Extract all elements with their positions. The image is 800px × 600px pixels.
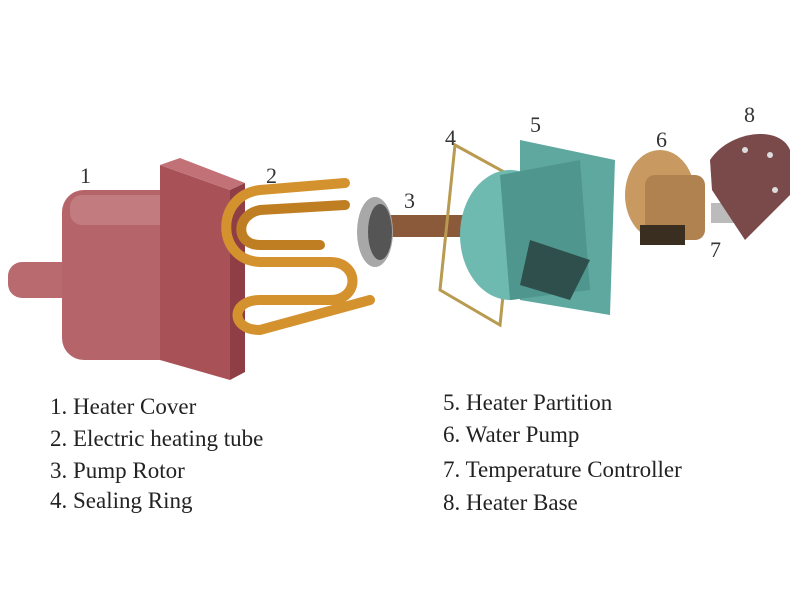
heater-base-part <box>710 133 790 240</box>
callout-8: 8 <box>744 102 755 127</box>
legend-item: 1. Heater Cover <box>50 394 197 419</box>
pump-rotor-part <box>357 197 470 267</box>
water-pump-part <box>625 150 705 245</box>
heater-cover-part <box>8 158 245 380</box>
callout-4: 4 <box>445 125 456 150</box>
legend-item: 5. Heater Partition <box>443 390 613 415</box>
legend-item: 8. Heater Base <box>443 490 578 515</box>
callout-5: 5 <box>530 112 541 137</box>
legend-item: 7. Temperature Controller <box>443 457 682 482</box>
legend-item: 4. Sealing Ring <box>50 488 193 513</box>
legend-item: 6. Water Pump <box>443 422 580 447</box>
legend-item: 2. Electric heating tube <box>50 426 264 451</box>
heater-partition-part <box>460 140 615 315</box>
callout-7: 7 <box>710 237 721 262</box>
sealing-ring-part <box>438 142 517 328</box>
heating-tube-part <box>221 178 375 336</box>
callout-3: 3 <box>404 188 415 213</box>
callout-1: 1 <box>80 163 91 188</box>
legend-item: 3. Pump Rotor <box>50 458 185 483</box>
callout-6: 6 <box>656 127 667 152</box>
callout-2: 2 <box>266 163 277 188</box>
